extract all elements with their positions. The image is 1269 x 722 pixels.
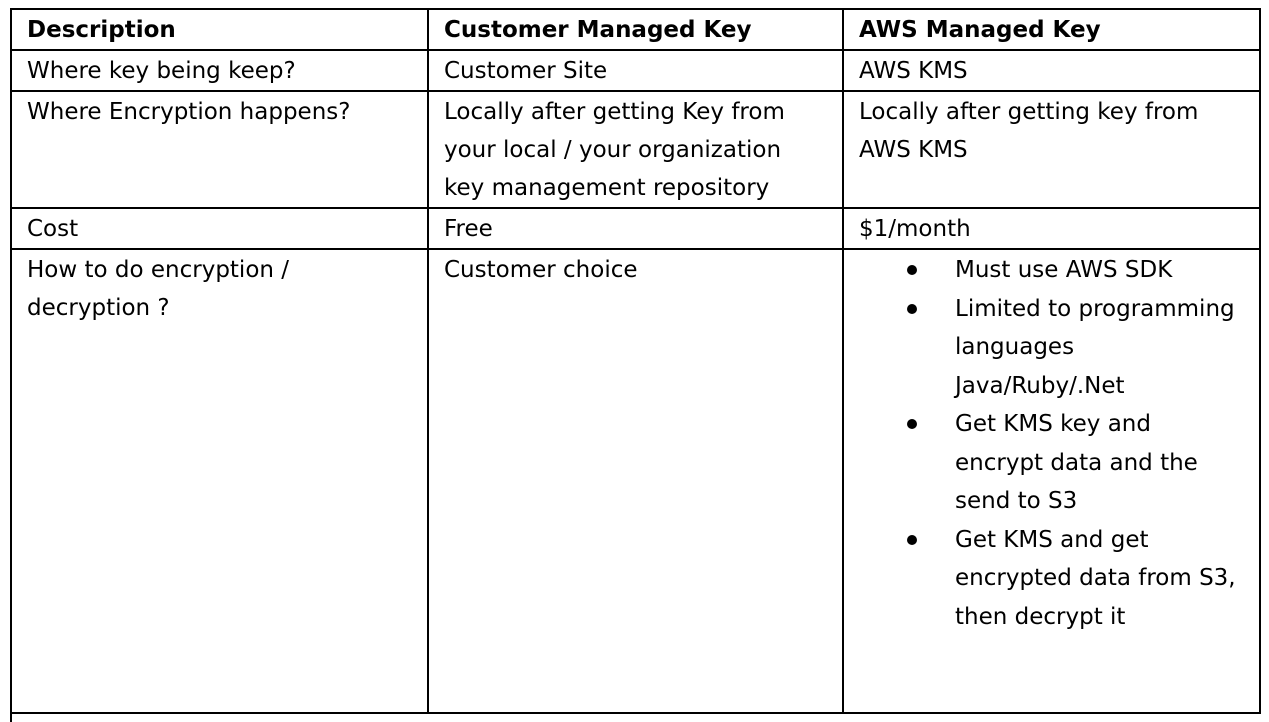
bullet-text: Get KMS and get encrypted data from S3, … <box>955 526 1236 630</box>
cell-customer: Free <box>427 207 844 250</box>
bullet-text: Get KMS key and encrypt data and the sen… <box>955 411 1198 514</box>
cell-customer: Customer Site <box>427 49 844 92</box>
cell-description: How to do encryption / decryption ? <box>10 248 429 714</box>
cell-customer: Locally after getting Key from your loca… <box>427 90 844 209</box>
bullet-icon <box>907 534 917 545</box>
cell-aws: $1/month <box>842 207 1261 250</box>
list-item: Limited to programming languages Java/Ru… <box>859 290 1245 406</box>
table-row: Where Encryption happens? Locally after … <box>10 90 1261 209</box>
header-customer-managed-key: Customer Managed Key <box>427 8 844 51</box>
cell-aws: AWS KMS <box>842 49 1261 92</box>
header-aws-managed-key: AWS Managed Key <box>842 8 1261 51</box>
table-row: How to do encryption / decryption ? Cust… <box>10 248 1261 714</box>
bullet-icon <box>907 419 917 429</box>
cell-aws: Locally after getting key from AWS KMS <box>842 90 1261 209</box>
list-item: Must use AWS SDK <box>859 251 1245 290</box>
list-item: Get KMS and get encrypted data from S3, … <box>859 521 1245 637</box>
cell-customer: Customer choice <box>427 248 844 714</box>
table-header-row: Description Customer Managed Key AWS Man… <box>10 8 1261 51</box>
page-border-line <box>10 712 12 722</box>
cell-description: Where Encryption happens? <box>10 90 429 209</box>
bullet-list: Must use AWS SDK Limited to programming … <box>859 251 1245 636</box>
table-row: Cost Free $1/month <box>10 207 1261 250</box>
list-item: Get KMS key and encrypt data and the sen… <box>859 405 1245 521</box>
header-description: Description <box>10 8 429 51</box>
cell-aws-bullets: Must use AWS SDK Limited to programming … <box>842 248 1261 714</box>
bullet-icon <box>907 303 917 314</box>
bullet-icon <box>907 265 917 275</box>
comparison-table: Description Customer Managed Key AWS Man… <box>10 8 1261 714</box>
table-row: Where key being keep? Customer Site AWS … <box>10 49 1261 92</box>
bullet-text: Must use AWS SDK <box>955 257 1173 283</box>
cell-description: Where key being keep? <box>10 49 429 92</box>
cell-description: Cost <box>10 207 429 250</box>
bullet-text: Limited to programming languages Java/Ru… <box>955 295 1235 399</box>
